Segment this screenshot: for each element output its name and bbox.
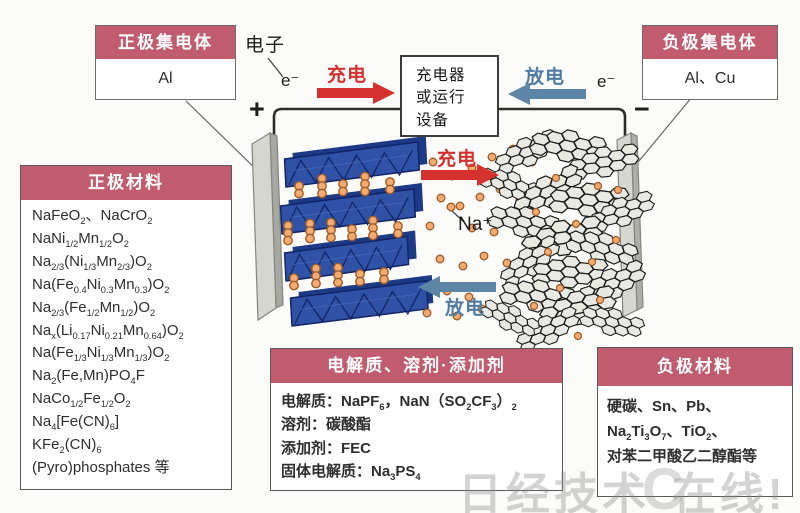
discharge-label-cell: 放电	[445, 298, 486, 319]
material-formula: Na2/3(Fe1/2Mn1/2)O2	[32, 298, 156, 318]
electrolyte-list: 电解质：NaPF6，NaN（SO2CF3）2 溶剂：碳酸酯 添加剂：FEC 固体…	[271, 383, 562, 490]
cathode-plate	[251, 131, 284, 322]
electron-symbol-right: e⁻	[597, 72, 616, 91]
pointer-lines	[267, 57, 465, 223]
material-formula: Nax(Li0.17Ni0.21Mn0.64)O2	[32, 321, 184, 341]
anode-collector-title: 负极集电体	[643, 26, 777, 59]
material-formula: NaCo1/2Fe1/2O2	[32, 390, 131, 410]
cathode-collector-title: 正极集电体	[96, 26, 235, 59]
material-formula: NaFeO2、NaCrO2	[32, 207, 153, 226]
circuit-wire	[272, 107, 627, 154]
charger-line: 设备	[416, 111, 450, 129]
charger-line: 充电器	[416, 67, 466, 84]
cathode-crystal-layers	[279, 135, 434, 327]
discharge-label-top: 放电	[525, 67, 566, 88]
minus-terminal: −	[634, 94, 650, 124]
anode-collector-value: Al、Cu	[684, 70, 736, 87]
charger-line: 或运行	[416, 89, 466, 107]
charge-label-cell: 充电	[437, 149, 478, 170]
material-formula: Na4[Fe(CN)6]	[32, 413, 120, 433]
electrolyte-line: 固体电解质：Na3PS4	[281, 462, 421, 482]
material-formula: KFe2(CN)6	[32, 436, 102, 456]
charger-device-box: 充电器 或运行 设备	[400, 55, 499, 137]
material-formula: (Pyro)phosphates 等	[32, 458, 170, 476]
plus-terminal: +	[249, 94, 265, 124]
cathode-materials-panel: 正极材料 NaFeO2、NaCrO2 NaNi1/2Mn1/2O2 Na2/3(…	[20, 165, 232, 490]
anode-materials-list: 硬碳、Sn、Pb、 Na2Ti3O7、TiO2、 对苯二甲酸乙二醇酯等	[598, 386, 792, 478]
material-formula: 硬碳、Sn、Pb、	[607, 398, 721, 415]
electron-label: 电子	[245, 35, 286, 56]
material-formula: 对苯二甲酸乙二醇酯等	[607, 447, 758, 465]
anode-materials-title: 负极材料	[598, 348, 792, 386]
electrolyte-line: 添加剂：FEC	[281, 439, 372, 457]
electrolyte-line: 溶剂：碳酸酯	[281, 416, 372, 434]
material-formula: Na2/3(Ni1/3Mn2/3)O2	[32, 252, 152, 272]
electrolyte-panel: 电解质、溶剂·添加剂 电解质：NaPF6，NaN（SO2CF3）2 溶剂：碳酸酯…	[270, 348, 563, 491]
material-formula: Na(Fe0.4Ni0.3Mn0.3)O2	[32, 275, 170, 295]
material-formula: NaNi1/2Mn1/2O2	[32, 229, 129, 249]
material-formula: Na2Ti3O7、TiO2、	[607, 422, 727, 442]
material-formula: Na2(Fe,Mn)PO4F	[32, 367, 145, 387]
cathode-materials-list: NaFeO2、NaCrO2 NaNi1/2Mn1/2O2 Na2/3(Ni1/3…	[21, 200, 231, 485]
callout-connector-lines	[185, 96, 693, 175]
cathode-collector-callout: 正极集电体 Al	[95, 25, 236, 100]
anode-materials-panel: 负极材料 硬碳、Sn、Pb、 Na2Ti3O7、TiO2、 对苯二甲酸乙二醇酯等	[597, 347, 793, 497]
electrolyte-line: 电解质：NaPF6，NaN（SO2CF3）2	[281, 393, 517, 412]
material-formula: Na(Fe1/3Ni1/3Mn1/3)O2	[32, 344, 170, 364]
cathode-materials-title: 正极材料	[21, 166, 231, 200]
electrolyte-title: 电解质、溶剂·添加剂	[271, 349, 562, 383]
anode-ion-dots	[529, 173, 623, 341]
sodium-ion-label: Na⁺	[458, 214, 493, 235]
electron-symbol-left: e⁻	[281, 71, 300, 90]
cathode-collector-value: Al	[158, 70, 173, 87]
charge-label-top: 充电	[327, 65, 368, 86]
anode-collector-callout: 负极集电体 Al、Cu	[642, 25, 778, 100]
